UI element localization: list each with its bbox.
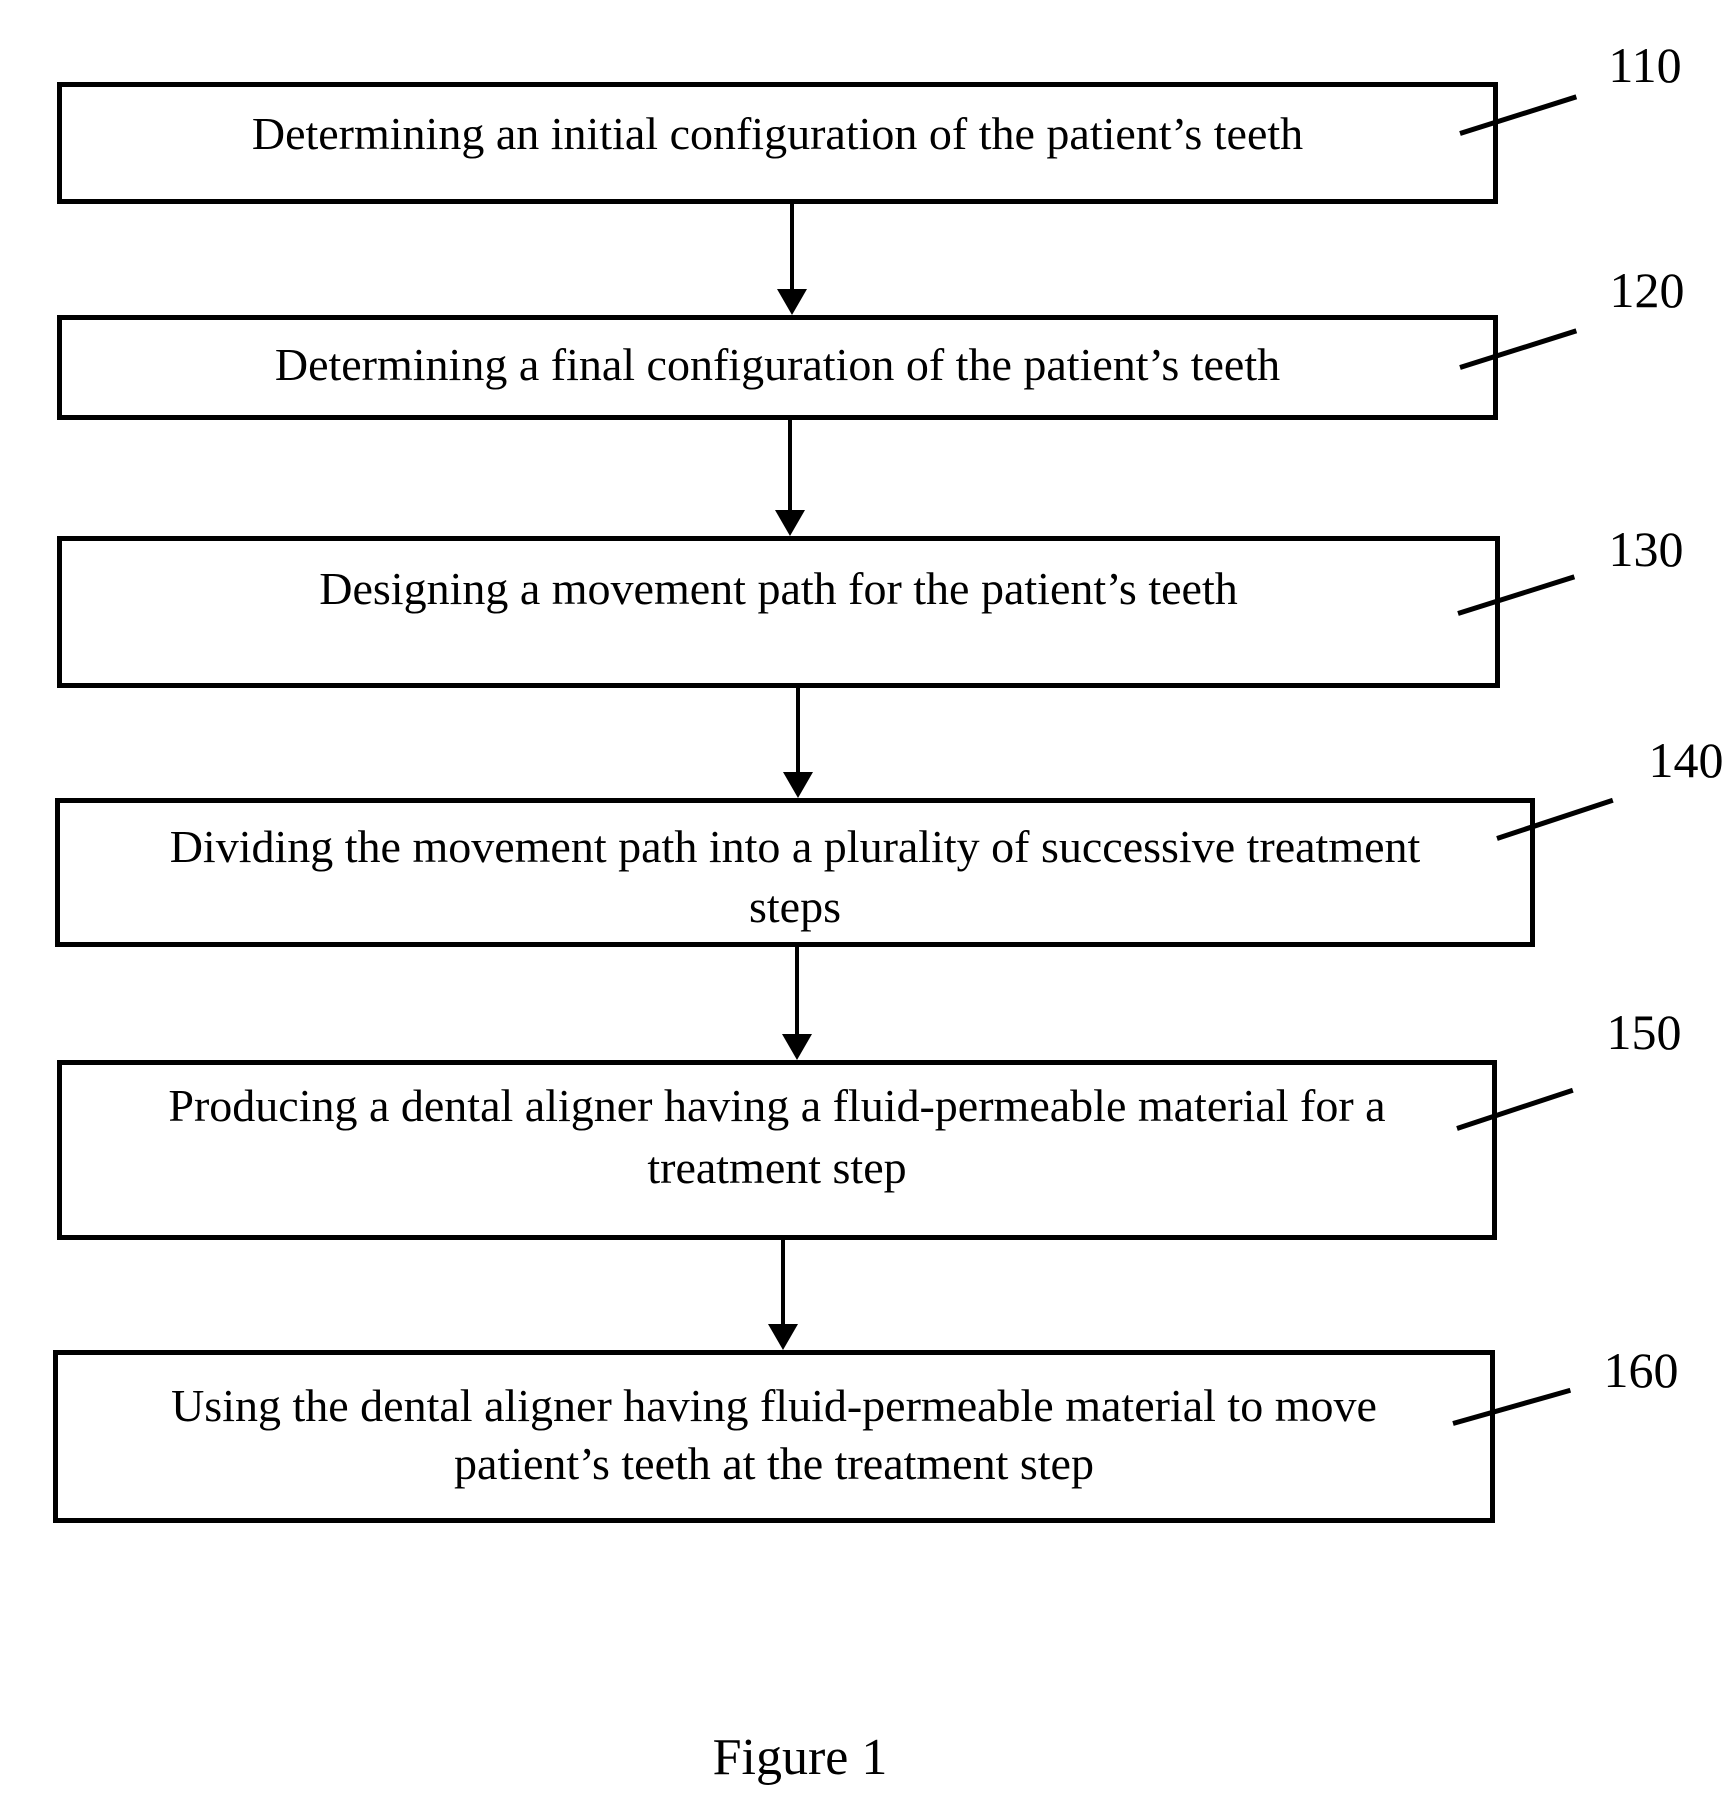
flow-arrow-head-1 [777,289,807,315]
ref-label-150: 150 [1606,1004,1682,1060]
figure-caption: Figure 1 [712,1729,888,1786]
step-text-160: Using the dental aligner having fluid-pe… [171,1380,1377,1489]
flow-arrow-shaft-1 [790,204,794,292]
flow-arrow-shaft-2 [788,420,792,512]
step-box-140: Dividing the movement path into a plural… [55,798,1535,947]
step-box-110: Determining an initial configuration of … [57,82,1498,204]
step-box-130: Designing a movement path for the patien… [57,536,1500,688]
step-box-150: Producing a dental aligner having a flui… [57,1060,1497,1240]
step-text-140: Dividing the movement path into a plural… [169,821,1421,932]
ref-label-110: 110 [1608,37,1682,93]
ref-label-160: 160 [1603,1342,1679,1398]
step-text-150: Producing a dental aligner having a flui… [168,1080,1386,1193]
step-text-110: Determining an initial configuration of … [251,108,1304,159]
flow-arrow-head-5 [768,1324,798,1350]
flow-arrow-head-2 [775,510,805,536]
ref-label-130: 130 [1608,521,1684,577]
ref-label-120: 120 [1609,262,1685,318]
step-text-120: Determining a final configuration of the… [274,339,1281,390]
flow-arrow-head-3 [783,772,813,798]
ref-label-140: 140 [1648,732,1724,788]
flow-arrow-shaft-3 [796,688,800,774]
step-text-130: Designing a movement path for the patien… [319,563,1238,614]
flow-arrow-shaft-4 [795,947,799,1036]
step-box-160: Using the dental aligner having fluid-pe… [53,1350,1495,1523]
step-box-120: Determining a final configuration of the… [57,315,1498,420]
flow-arrow-head-4 [782,1034,812,1060]
flow-arrow-shaft-5 [781,1240,785,1326]
